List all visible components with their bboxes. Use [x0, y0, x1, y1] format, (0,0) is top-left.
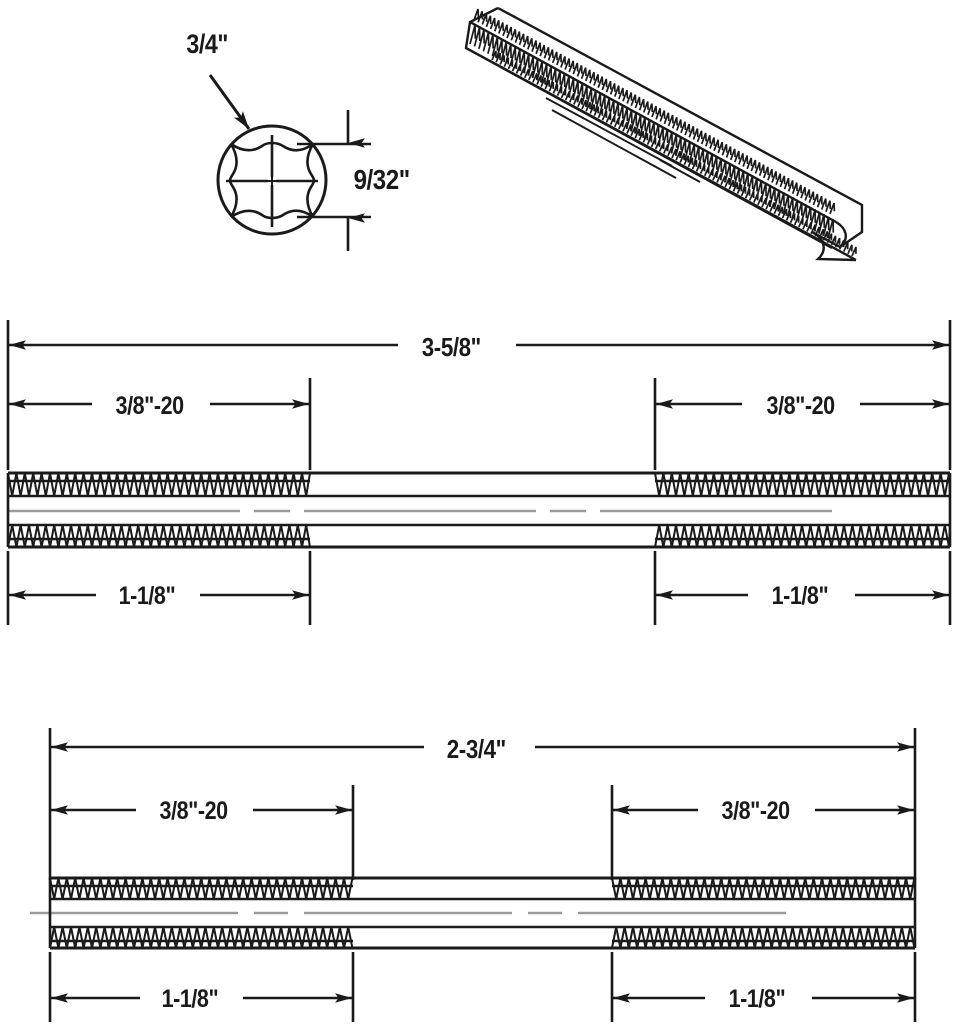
thread-tooth-run [49, 926, 354, 949]
thread-tooth-run [611, 926, 916, 949]
dimension-label-flat: 9/32" [350, 166, 412, 194]
lower-rod-thread-profile [49, 877, 916, 949]
iso-groove-line-1 [545, 97, 673, 167]
thread-tooth-run [7, 472, 311, 497]
dimension-label-upper-overall: 3-5/8" [418, 334, 483, 360]
iso-lower-long-edge [491, 60, 857, 262]
lower-rod-body [30, 876, 940, 950]
lower-elevation-view [30, 728, 940, 1022]
dimension-label-upper-thread-left: 3/8"-20 [112, 393, 186, 419]
upper-elevation-view [6, 320, 952, 625]
isometric-view [464, 6, 864, 262]
thread-tooth-run [611, 877, 916, 900]
cross-section-view [208, 74, 371, 251]
dimension-label-upper-right-1-1-8: 1-1/8" [769, 583, 831, 609]
dimension-label-lower-right-1-1-8: 1-1/8" [726, 986, 788, 1012]
iso-thread-run [469, 24, 835, 239]
dimension-label-lower-thread-right: 3/8"-20 [718, 798, 792, 824]
cross-section-outer-circle [216, 124, 328, 236]
iso-groove-line-2 [551, 109, 677, 179]
thread-tooth-run [654, 524, 951, 548]
iso-thread-run [491, 50, 857, 257]
dimension-label-lower-thread-left: 3/8"-20 [156, 798, 230, 824]
iso-thread-hatching [469, 8, 857, 257]
dimension-label-upper-left-1-1-8: 1-1/8" [116, 583, 178, 609]
thread-tooth-run [654, 472, 951, 497]
thread-tooth-run [7, 524, 311, 548]
upper-rod-thread-profile [7, 472, 951, 548]
od-leader-line [208, 74, 251, 130]
dimension-label-lower-left-1-1-8: 1-1/8" [159, 986, 221, 1012]
upper-rod-body [6, 471, 952, 549]
iso-thread-run [473, 8, 836, 215]
iso-groove-line-3 [659, 159, 701, 183]
iso-top-edges [497, 6, 864, 249]
dimension-label-od: 3/4" [183, 30, 231, 58]
thread-tooth-run [49, 877, 354, 900]
dimension-label-lower-overall: 2-3/4" [443, 736, 508, 762]
dimension-label-upper-thread-right: 3/8"-20 [763, 393, 837, 419]
